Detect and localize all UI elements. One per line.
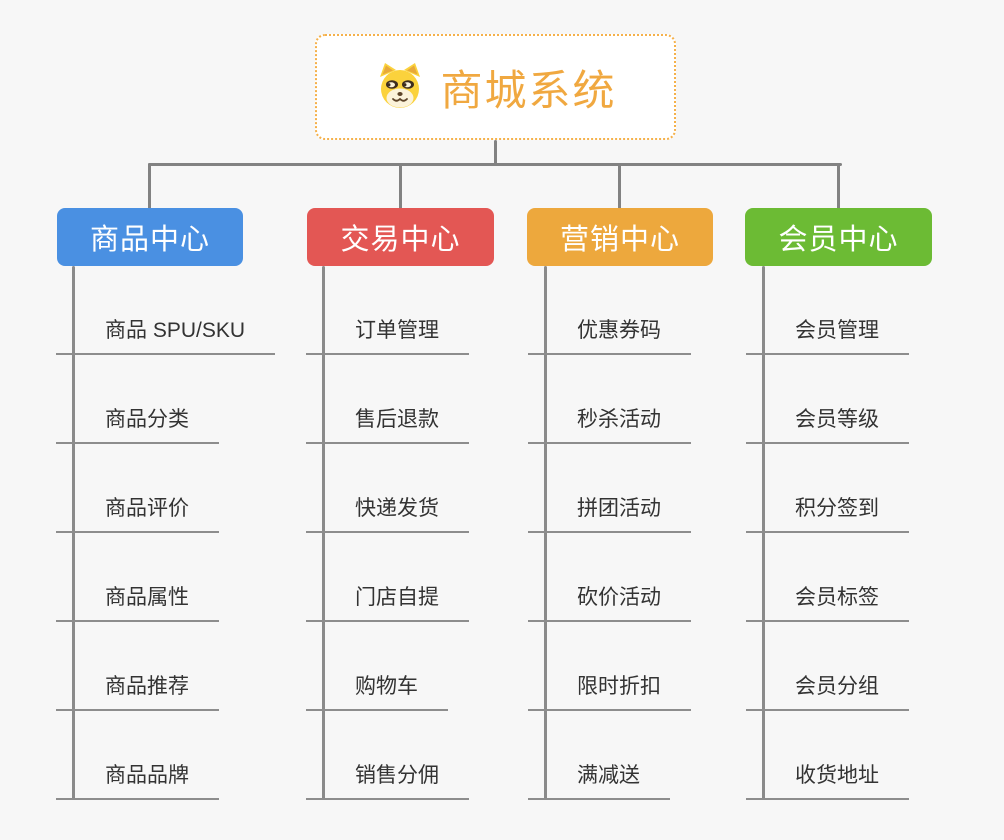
connector-spine-member — [762, 266, 765, 800]
branch-label: 营销中心 — [559, 224, 680, 256]
leaf-node[interactable]: 订单管理 — [306, 318, 469, 355]
branch-member-center[interactable]: 会员中心 — [745, 208, 932, 266]
dog-face-icon — [374, 61, 426, 113]
leaf-node[interactable]: 会员标签 — [746, 585, 909, 622]
leaf-node[interactable]: 门店自提 — [306, 585, 469, 622]
leaf-node[interactable]: 满减送 — [528, 763, 670, 800]
root-node[interactable]: 商城系统 — [315, 34, 676, 140]
leaf-node[interactable]: 会员分组 — [746, 674, 909, 711]
branch-product-center[interactable]: 商品中心 — [57, 208, 243, 266]
leaf-node[interactable]: 会员等级 — [746, 407, 909, 444]
leaf-node[interactable]: 积分签到 — [746, 496, 909, 533]
leaf-node[interactable]: 砍价活动 — [528, 585, 691, 622]
branch-label: 交易中心 — [340, 224, 461, 256]
branch-label: 会员中心 — [778, 224, 899, 256]
leaf-node[interactable]: 会员管理 — [746, 318, 909, 355]
branch-member-children: 会员管理 会员等级 积分签到 会员标签 会员分组 收货地址 — [746, 266, 996, 826]
leaf-node[interactable]: 商品 SPU/SKU — [56, 318, 276, 355]
leaf-node[interactable]: 快递发货 — [306, 496, 469, 533]
connector-drop-product — [148, 163, 151, 210]
leaf-node[interactable]: 商品分类 — [56, 407, 219, 444]
leaf-node[interactable]: 售后退款 — [306, 407, 469, 444]
connector-spine-product — [72, 266, 75, 800]
leaf-node[interactable]: 销售分佣 — [306, 763, 469, 800]
connector-bus — [148, 163, 842, 166]
connector-drop-trade — [399, 163, 402, 210]
connector-root-drop — [494, 140, 497, 166]
connector-spine-trade — [322, 266, 325, 800]
leaf-node[interactable]: 秒杀活动 — [528, 407, 691, 444]
leaf-node[interactable]: 商品属性 — [56, 585, 219, 622]
leaf-node[interactable]: 收货地址 — [746, 763, 909, 800]
branch-trade-center[interactable]: 交易中心 — [307, 208, 494, 266]
connector-spine-marketing — [544, 266, 547, 800]
leaf-node[interactable]: 商品评价 — [56, 496, 219, 533]
leaf-node[interactable]: 拼团活动 — [528, 496, 691, 533]
root-title: 商城系统 — [440, 66, 617, 114]
leaf-node[interactable]: 限时折扣 — [528, 674, 691, 711]
leaf-node[interactable]: 优惠券码 — [528, 318, 691, 355]
connector-drop-marketing — [618, 163, 621, 210]
leaf-node[interactable]: 购物车 — [306, 674, 448, 711]
branch-trade-children: 订单管理 售后退款 快递发货 门店自提 购物车 销售分佣 — [306, 266, 556, 826]
leaf-node[interactable]: 商品推荐 — [56, 674, 219, 711]
branch-marketing-center[interactable]: 营销中心 — [527, 208, 713, 266]
branch-marketing-children: 优惠券码 秒杀活动 拼团活动 砍价活动 限时折扣 满减送 — [528, 266, 778, 826]
branch-product-children: 商品 SPU/SKU 商品分类 商品评价 商品属性 商品推荐 商品品牌 — [56, 266, 306, 826]
connector-drop-member — [837, 163, 840, 210]
branch-label: 商品中心 — [89, 224, 210, 256]
leaf-node[interactable]: 商品品牌 — [56, 763, 219, 800]
